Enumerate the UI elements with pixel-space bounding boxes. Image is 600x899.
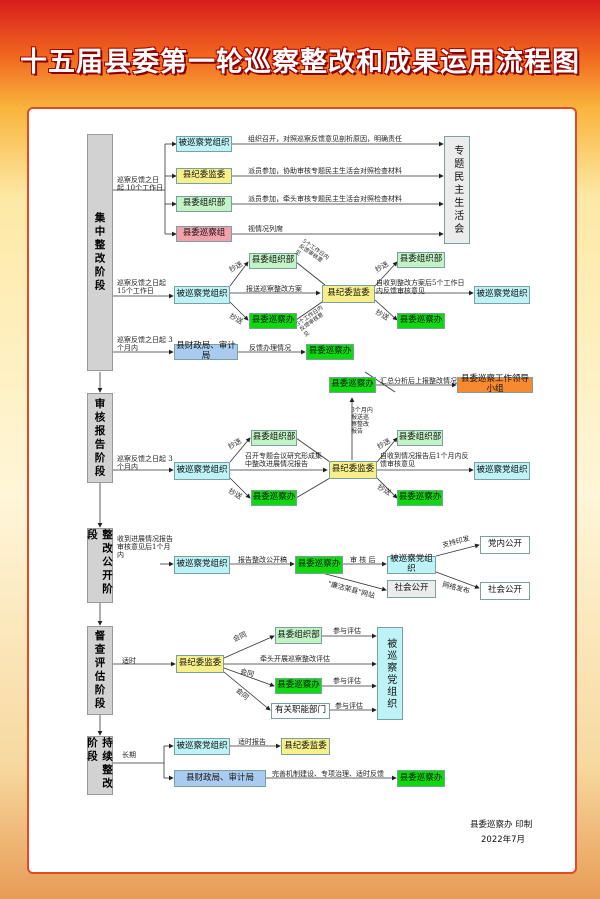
box-inspected-party-org-4: 被巡察党组织	[174, 462, 230, 480]
label-c15: 3个月内报送巡察整改报告	[351, 407, 373, 435]
label-c16: 召开专题会议研究形成集中整改进展情况报告	[245, 452, 322, 469]
box-county-organization-dept-3: 县委组织部	[397, 252, 445, 268]
label-c9: 自收到整改方案后5个工作日内反馈审核意见	[376, 279, 465, 296]
label-c29: 适时报告	[238, 738, 266, 746]
label-c26-c: 参与评估	[335, 702, 363, 710]
box-public-disclosure-1: 社会公开	[387, 580, 436, 598]
box-county-discipline-commission: 县纪委监委	[176, 168, 232, 184]
label-c30: 完善机制建设、专项治理、适时反馈	[272, 770, 384, 778]
box-county-discipline-commission-4: 县纪委监委	[176, 655, 224, 673]
box-county-organization-dept-5: 县委组织部	[397, 430, 443, 446]
box-county-organization-dept-6: 县委组织部	[275, 627, 322, 644]
box-public-disclosure-2: 社会公开	[480, 582, 530, 600]
label-c7: 报送巡察整改方案	[246, 285, 302, 293]
phase-review-report: 审核报告阶段	[87, 393, 113, 483]
box-intra-party-disclosure: 党内公开	[480, 536, 530, 554]
label-c18: 收到进展情况报告审核意见后1个月内	[117, 535, 173, 560]
box-inspected-party-org-6: 被巡察党组织	[174, 556, 230, 574]
phase-concentrated-rectification: 集中整改阶段	[87, 134, 113, 371]
phase-continuous-rectification: 持续整改阶段	[86, 736, 113, 795]
label-c6: 巡察反馈之日起 15个工作日	[117, 279, 166, 296]
label-c10: 巡察反馈之日起 3个月内	[117, 336, 173, 353]
box-county-discipline-commission-3: 县纪委监委	[329, 461, 377, 479]
box-county-inspection-office-7: 县委巡察办	[397, 490, 443, 506]
label-c19: 报告整改公开稿	[238, 556, 287, 564]
box-county-inspection-office-6: 县委巡察办	[251, 490, 297, 506]
page-title: 十五届县委第一轮巡察整改和成果运用流程图	[20, 47, 580, 78]
box-finance-audit-bureau: 县财政局、审计局	[174, 341, 238, 361]
box-county-discipline-commission-5: 县纪委监委	[281, 738, 330, 755]
label-c27: 牵头开展巡察整改评估	[260, 655, 330, 663]
box-inspected-party-org-5: 被巡察党组织	[474, 462, 530, 480]
box-county-organization-dept: 县委组织部	[176, 196, 232, 212]
label-c4: 视情况列席	[248, 225, 283, 233]
box-relevant-functional-depts: 有关职能部门	[271, 703, 330, 719]
box-county-organization-dept-4: 县委组织部	[251, 430, 297, 446]
label-c3: 派员参加，牵头审核专题民主生活会对照检查材料	[248, 195, 402, 203]
box-county-organization-dept-2: 县委组织部	[249, 253, 297, 269]
box-county-inspection-office-2: 县委巡察办	[249, 313, 297, 329]
label-c2: 派员参加，协助审核专题民主生活会对照检查材料	[248, 167, 402, 175]
box-inspected-party-org-2: 被巡察党组织	[174, 286, 230, 304]
printer-credit: 县委巡察办 印制	[470, 820, 533, 830]
label-c24: 适时	[122, 657, 136, 665]
box-inspected-party-org-8: 被巡察党组织	[377, 627, 403, 720]
label-c20: 审 核 后	[350, 556, 376, 564]
box-county-inspection-office-4: 县委巡察办	[306, 344, 354, 360]
box-county-discipline-commission-2: 县纪委监委	[322, 285, 375, 303]
box-inspection-leading-group: 县委巡察工作领导小组	[457, 374, 533, 394]
label-c28: 长期	[122, 751, 136, 759]
box-county-inspection-team: 县委巡察组	[176, 226, 232, 242]
phase-inspection-evaluation: 督查评估阶段	[87, 626, 113, 715]
box-county-inspection-office-3: 县委巡察办	[397, 313, 445, 329]
print-date: 2022年7月	[481, 835, 526, 845]
label-c26-b: 参与评估	[333, 677, 361, 685]
box-county-inspection-office-10: 县委巡察办	[397, 770, 445, 787]
phase-rectification-disclosure: 整改公开阶段	[86, 528, 113, 603]
label-c1: 组织召开，对照巡察反馈意见剖析原因，明确责任	[248, 135, 402, 143]
label-c10-b: 巡察反馈之日起 3个月内	[117, 455, 173, 472]
box-special-democratic-life-meeting: 专题民主生活会	[444, 136, 470, 244]
label-c17: 自收到情况报告后1个月内反馈审核意见	[380, 452, 469, 469]
box-county-inspection-office-9: 县委巡察办	[275, 678, 322, 694]
box-inspected-party-org: 被巡察党组织	[176, 136, 232, 152]
label-c26-a: 参与评估	[333, 627, 361, 635]
box-county-inspection-office-8: 县委巡察办	[295, 556, 343, 574]
box-finance-audit-bureau-2: 县财政局、审计局	[174, 770, 266, 787]
box-inspected-party-org-3: 被巡察党组织	[474, 286, 530, 304]
label-c11: 反馈办理情况	[249, 344, 291, 352]
label-c14: 汇总分析后上报整改情况	[380, 377, 457, 385]
box-inspected-party-org-7: 被巡察党组织	[387, 554, 436, 574]
box-county-inspection-office-5: 县委巡察办	[329, 377, 376, 393]
label-c5: 巡察反馈之日起 10个工作日	[117, 176, 164, 193]
box-inspected-party-org-9: 被巡察党组织	[174, 738, 230, 755]
